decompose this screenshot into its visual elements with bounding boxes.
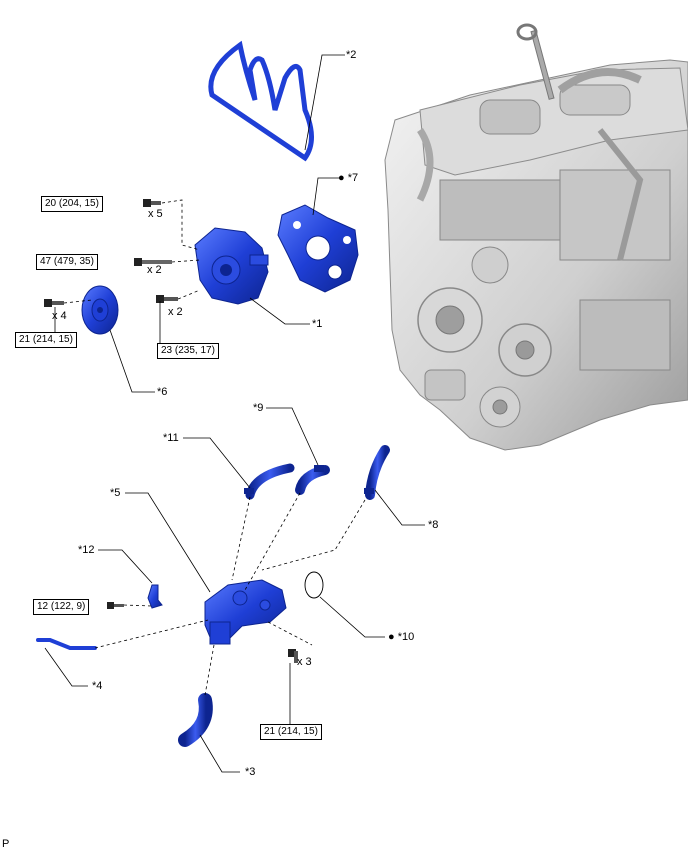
torque-spec-20: 20 (204, 15) [41,196,103,212]
callout-10: ● *10 [388,631,415,643]
water-hose-8 [364,445,390,500]
torque-spec-21-housing: 21 (214, 15) [260,724,322,740]
qty-x3: x 3 [297,656,312,668]
water-pump [194,227,269,305]
qty-x4: x 4 [52,310,67,322]
water-pump-pulley [81,285,119,335]
callout-11: *11 [163,432,179,444]
bypass-pipe-4 [36,638,97,650]
callout-8: *8 [428,519,439,531]
drive-belt [208,40,314,162]
callout-6: *6 [157,386,168,398]
o-ring-10 [304,571,324,599]
qty-x2-long: x 2 [147,264,162,276]
water-hose-9 [295,465,330,495]
qty-x2: x 2 [168,306,183,318]
callout-3: *3 [245,766,256,778]
bracket-12 [147,584,163,609]
callout-4: *4 [92,680,103,692]
install-lines-bottom [94,492,366,696]
bolt-x2-long [134,258,172,266]
water-hose-3 [178,693,213,747]
torque-spec-23: 23 (235, 17) [157,343,219,359]
callout-7: ● *7 [338,172,359,184]
callout-1: *1 [312,318,323,330]
engine-assembly [384,23,688,451]
water-inlet-housing [204,579,287,645]
qty-x5: x 5 [148,208,163,220]
bolt-x2 [156,295,178,303]
bolt-x4 [44,299,64,307]
leader-lines-top [54,54,345,393]
torque-spec-47: 47 (479, 35) [36,254,98,270]
callout-9: *9 [253,402,264,414]
install-lines-top [63,199,201,304]
torque-spec-12: 12 (122, 9) [33,599,90,615]
water-hose-11 [244,463,295,500]
torque-spec-21-pulley: 21 (214, 15) [15,332,77,348]
corner-mark: P [2,838,10,850]
leader-lines-bottom [44,407,425,773]
bolt-x5 [143,199,161,207]
callout-12: *12 [78,544,95,556]
callout-2: *2 [346,49,357,61]
callout-5: *5 [110,487,121,499]
water-pump-gasket [277,204,359,293]
bolt-12 [107,602,124,609]
bolt-x3 [288,649,298,663]
